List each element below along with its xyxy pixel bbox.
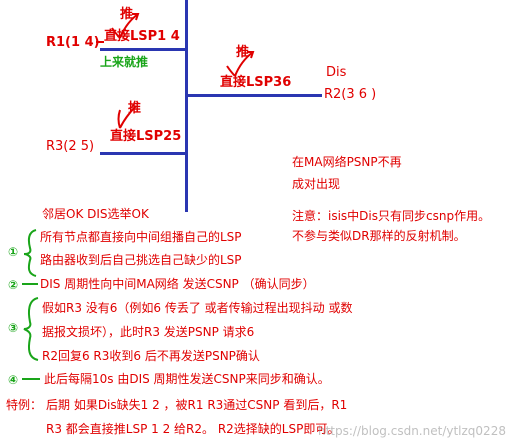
notice-line1: 注意：isis中Dis只有同步csnp作用。 xyxy=(292,209,491,223)
step1-bracket xyxy=(23,229,37,277)
neighbor-dis-status: 邻居OK DIS选举OK xyxy=(42,207,149,221)
r3-label: R3(2 5) xyxy=(46,139,95,154)
r1-push-label: 推 xyxy=(120,7,134,22)
step4-text: 此后每隔10s 由DIS 周期性发送CSNP来同步和确认。 xyxy=(44,372,330,386)
notice-line2: 不参与类似DR那样的反射机制。 xyxy=(292,229,466,243)
r3-push-arrow xyxy=(117,105,137,129)
step2-number: ② xyxy=(8,278,19,292)
r2-push-label: 推 xyxy=(236,45,250,60)
ma-network-line xyxy=(185,0,188,212)
dis-label: Dis xyxy=(326,65,347,80)
step4-number: ④ xyxy=(8,373,19,387)
r3-push-label: 推 xyxy=(128,101,142,116)
r2-lsp-label: 直接LSP36 xyxy=(220,75,292,90)
step3-line3: R2回复6 R3收到6 后不再发送PSNP确认 xyxy=(42,349,260,363)
r1-push-arrow xyxy=(111,13,140,39)
step2-text: DIS 周期性向中间MA网络 发送CSNP （确认同步） xyxy=(40,277,315,291)
r1-link-line xyxy=(100,48,188,51)
step4-dash xyxy=(22,378,40,380)
r1-lsp-label: 直接LSP1 4 xyxy=(104,29,180,44)
r3-link-line xyxy=(100,152,188,155)
special-case-label: 特例： xyxy=(6,398,43,412)
step2-dash xyxy=(22,283,38,285)
r1-label: R1(1 4) xyxy=(46,35,100,50)
step1-line2: 路由器收到后自己挑选自己缺少的LSP xyxy=(40,253,242,267)
r1-note: 上来就推 xyxy=(100,55,149,69)
step3-line1: 假如R3 没有6（例如6 传丢了 或者传输过程出现抖动 或数 xyxy=(42,301,353,315)
r2-push-arrow xyxy=(226,51,255,77)
step3-bracket xyxy=(23,297,39,361)
psnp-note-line2: 成对出现 xyxy=(292,177,341,191)
step1-line1: 所有节点都直接向中间组播自己的LSP xyxy=(40,230,242,244)
r3-lsp-label: 直接LSP25 xyxy=(110,129,182,144)
step1-number: ① xyxy=(8,245,19,259)
step3-line2: 据报文损坏），此时R3 发送PSNP 请求6 xyxy=(42,325,255,339)
r2-link-line xyxy=(188,94,322,97)
special-case-line2: R3 都会直接推LSP 1 2 给R2。 R2选择缺的LSP即可。 xyxy=(46,422,340,436)
watermark: https://blog.csdn.net/ytlzq0228 xyxy=(318,424,506,438)
r2-label: R2(3 6 ) xyxy=(324,87,377,102)
psnp-note-line1: 在MA网络PSNP不再 xyxy=(292,155,402,169)
special-case-line1: 后期 如果Dis缺失1 2 ，被R1 R3通过CSNP 看到后，R1 xyxy=(46,398,348,412)
step3-number: ③ xyxy=(8,321,19,335)
